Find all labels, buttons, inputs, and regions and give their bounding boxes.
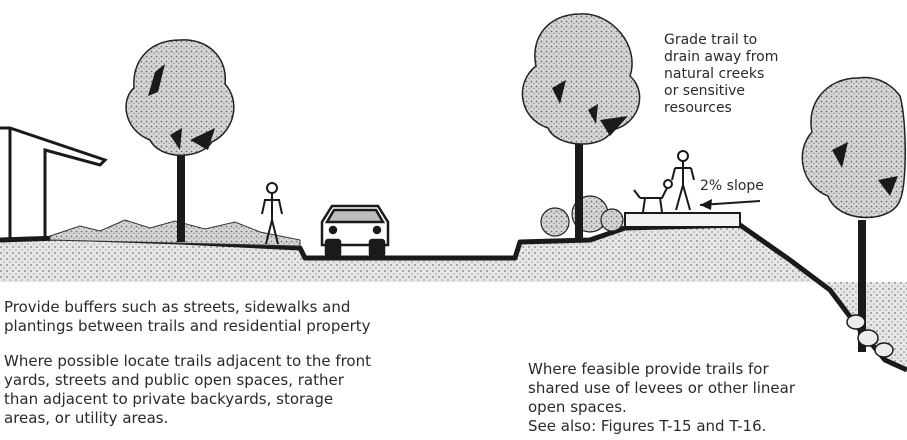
car-icon — [322, 206, 388, 256]
runner-icon — [672, 151, 694, 210]
dog-icon — [634, 180, 672, 212]
caption-locate: Where possible locate trails adjacent to… — [4, 352, 454, 428]
caption-levees: Where feasible provide trails for shared… — [528, 360, 898, 436]
grade-note: Grade trail to drain away from natural c… — [664, 32, 804, 117]
tree-icon-middle — [522, 14, 639, 242]
caption-buffers: Provide buffers such as streets, sidewal… — [4, 298, 454, 336]
tree-icon-left — [126, 40, 234, 242]
house-icon — [0, 128, 105, 240]
trail-surface — [625, 213, 740, 227]
slope-arrow-icon — [700, 199, 760, 210]
slope-label: 2% slope — [700, 178, 770, 195]
